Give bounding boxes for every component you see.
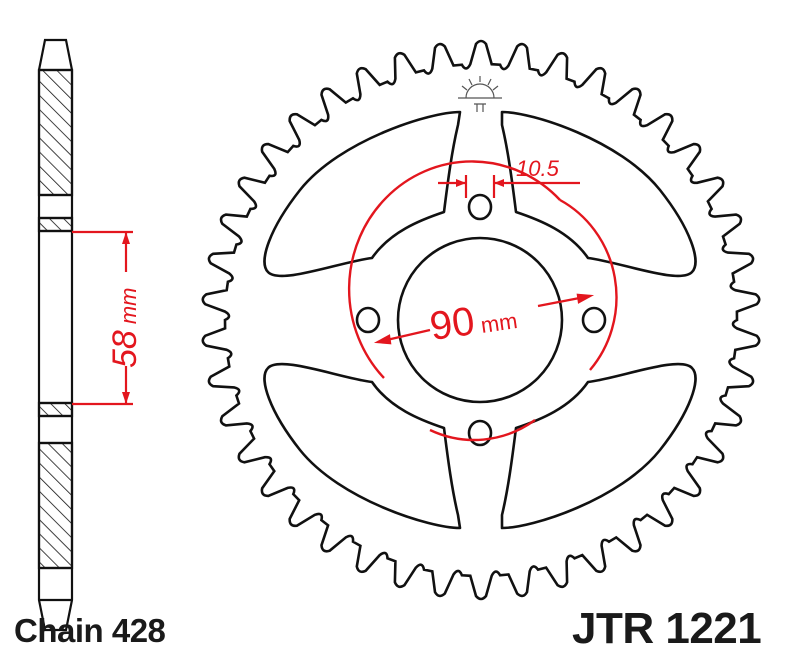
center-holes [355,193,607,447]
bolt-hole-left [355,306,381,334]
sun-logo-icon [458,76,502,112]
part-number-label: JTR 1221 [572,604,762,653]
hub-offset-value: 58mm [106,288,144,368]
cutout-bottom-right [500,362,697,530]
chain-size-label: Chain 428 [14,612,166,649]
center-bore [396,236,564,404]
cutout-bottom-left [263,362,462,530]
bolt-hole-top [467,193,493,221]
cutout-top-left [263,110,462,278]
cutouts [263,110,697,530]
bolt-hole-value: 10.5 [516,156,560,181]
bolt-hole-bottom [467,419,493,447]
side-profile [37,38,74,632]
bolt-circle-value: 90mm [427,293,519,349]
sprocket-outline [201,39,761,601]
hub-offset-dimension [72,230,133,406]
cutout-top-right [500,110,697,278]
bolt-circle-dimension [347,160,618,442]
bolt-hole-right [581,306,607,334]
bolt-hole-dimension [438,175,580,198]
